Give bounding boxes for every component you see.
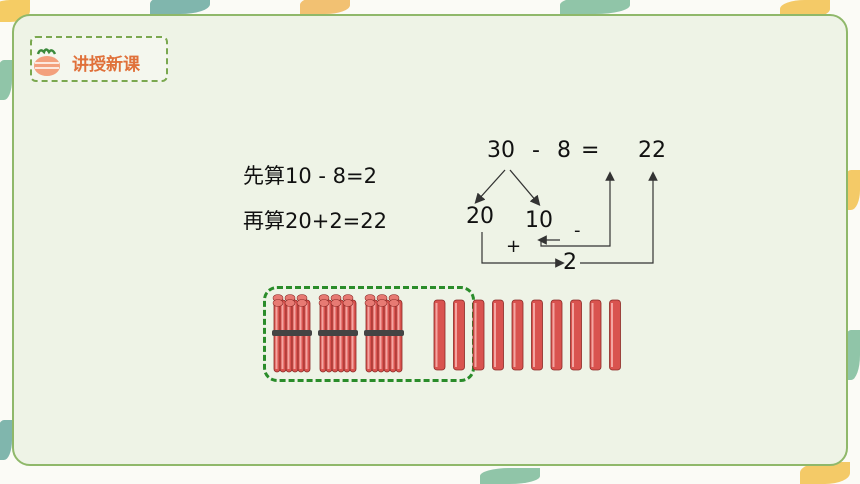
split-arrow-left [474,169,506,204]
decomposition-minus-sign: - [574,220,581,241]
slide-panel [12,14,848,466]
twenty-plus-arrow [481,232,565,268]
section-badge-label: 讲授新课 [72,55,140,75]
single-stick [433,299,446,371]
bundle-band [364,330,404,336]
bundle-stick-end [296,299,308,307]
background-leaf-decoration [300,0,350,14]
bundle-stick-end [364,299,376,307]
decomposition-ten: 10 [525,208,553,233]
equation-result: 22 [638,138,666,163]
single-stick [472,299,485,371]
background-leaf-decoration [800,462,850,484]
single-stick [609,299,621,371]
result-arrow [580,171,658,264]
plant-pot-icon [34,48,60,76]
background-leaf-decoration [560,0,630,14]
background-leaf-decoration [0,60,12,100]
decomposition-plus-sign: + [506,236,522,257]
bundle-band [272,330,312,336]
bundle-stick-end [330,299,342,307]
single-stick [550,299,563,371]
background-leaf-decoration [150,0,210,14]
bundle-stick-end [388,299,400,307]
split-arrow-right [509,169,541,206]
equation-minuend: 30 [487,138,515,163]
single-stick [492,299,504,371]
equation-subtrahend: 8 [557,138,571,163]
single-stick [589,299,602,371]
background-leaf-decoration [0,420,12,460]
single-stick [453,299,465,371]
step-one-text: 先算10 - 8=2 [243,164,377,188]
background-leaf-decoration [480,468,540,484]
decomposition-tens: 20 [466,204,494,229]
bundle-stick-end [376,299,388,307]
bundle-band [318,330,358,336]
bundle-stick-end [272,299,284,307]
equation-minus-sign: - [532,138,540,163]
single-stick [531,299,543,371]
step-two-text: 再算20+2=22 [243,209,387,233]
single-stick [570,299,582,371]
background-leaf-decoration [780,0,830,18]
bundle-stick-end [318,299,330,307]
bundle-stick-end [284,299,296,307]
single-stick [511,299,524,371]
bundle-stick-end [342,299,354,307]
equation-equals-sign: = [581,138,600,163]
decomposition-difference: 2 [563,250,577,275]
